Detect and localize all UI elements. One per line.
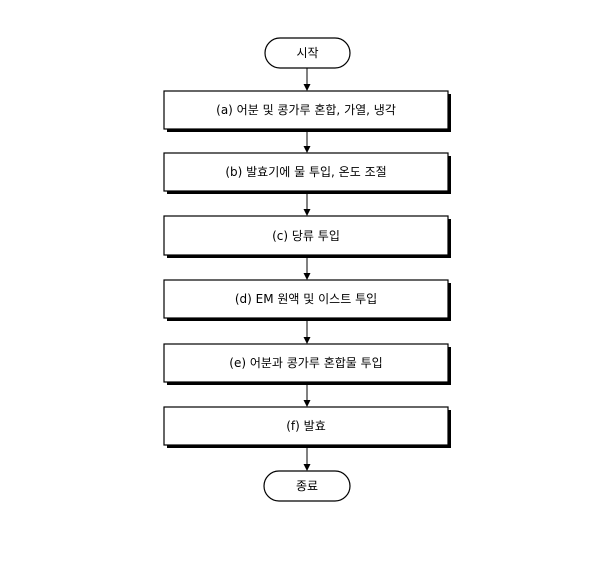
arrowhead-start-a bbox=[304, 84, 311, 91]
step-f-label: (f) 발효 bbox=[286, 419, 325, 433]
arrowhead-d-e bbox=[304, 337, 311, 344]
arrowhead-e-f bbox=[304, 400, 311, 407]
step-c-label: (c) 당류 투입 bbox=[272, 229, 340, 243]
process-step-b: (b) 발효기에 물 투입, 온도 조절 bbox=[164, 153, 451, 194]
end-terminator: 종료 bbox=[264, 471, 350, 501]
process-step-a: (a) 어분 및 콩가루 혼합, 가열, 냉각 bbox=[164, 91, 451, 132]
step-b-label: (b) 발효기에 물 투입, 온도 조절 bbox=[225, 165, 386, 179]
process-step-d: (d) EM 원액 및 이스트 투입 bbox=[164, 280, 451, 321]
process-step-e: (e) 어분과 콩가루 혼합물 투입 bbox=[164, 344, 451, 385]
start-terminator: 시작 bbox=[265, 38, 350, 68]
process-step-f: (f) 발효 bbox=[164, 407, 451, 448]
arrowhead-a-b bbox=[304, 146, 311, 153]
arrowhead-c-d bbox=[304, 273, 311, 280]
start-label: 시작 bbox=[296, 46, 318, 60]
step-d-label: (d) EM 원액 및 이스트 투입 bbox=[235, 292, 377, 306]
step-a-label: (a) 어분 및 콩가루 혼합, 가열, 냉각 bbox=[216, 103, 396, 117]
process-step-c: (c) 당류 투입 bbox=[164, 216, 451, 258]
end-label: 종료 bbox=[296, 479, 318, 493]
arrowhead-f-end bbox=[304, 464, 311, 471]
arrowhead-b-c bbox=[304, 209, 311, 216]
step-e-label: (e) 어분과 콩가루 혼합물 투입 bbox=[229, 356, 382, 370]
